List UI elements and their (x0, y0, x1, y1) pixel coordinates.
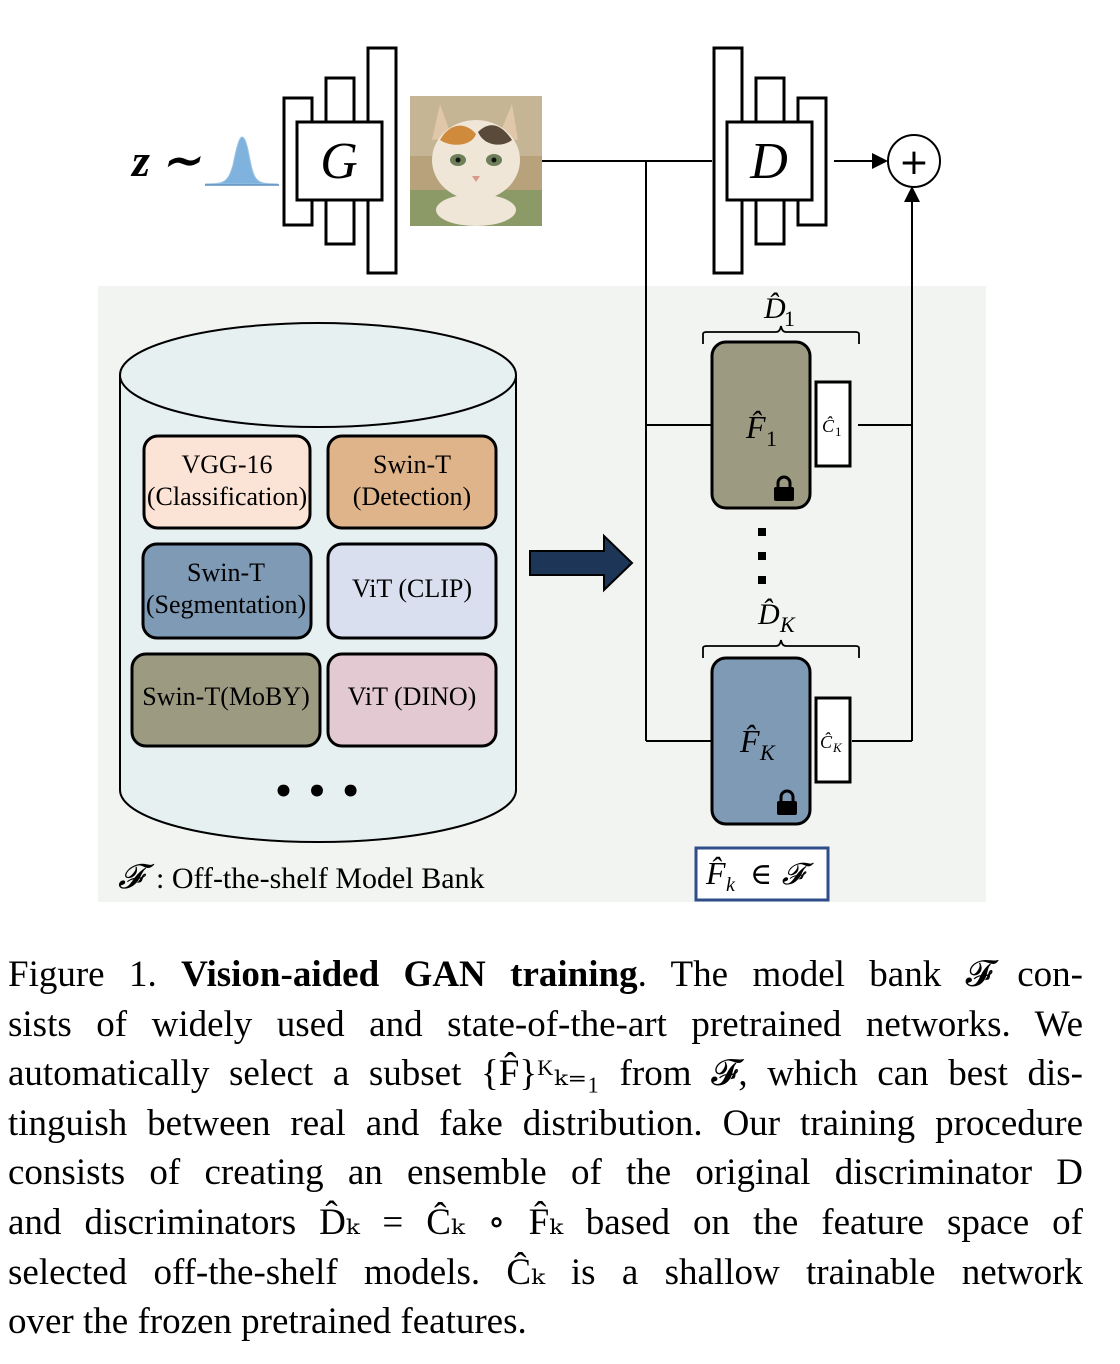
selection-arrow (529, 533, 634, 593)
ck-label: Ĉ (820, 731, 833, 752)
generator-block (282, 46, 398, 275)
caption-title: Vision-aided GAN training (181, 954, 638, 995)
c1-subscript: 1 (835, 424, 842, 439)
d1-subscript: 1 (784, 306, 795, 331)
d1-label: D̂ (763, 292, 786, 325)
c1-label: Ĉ (822, 415, 835, 436)
z-noise-label: z ∼ (130, 135, 201, 186)
vision-aided-gan-figure: z ∼ G (98, 46, 986, 902)
model-card-swin-segmentation-line2: (Segmentation) (146, 590, 306, 619)
model-card-vgg16-line2: (Classification) (147, 482, 307, 511)
model-card-swin-moby-label: Swin-T(MoBY) (142, 682, 310, 711)
caption-figure-number: Figure 1. (8, 954, 157, 995)
vertical-ellipsis (758, 528, 766, 584)
fk-subscript: K (759, 740, 776, 765)
model-card-swin-detection-line1: Swin-T (373, 450, 451, 479)
model-card-vit-dino-label: ViT (DINO) (348, 682, 477, 711)
membership-f-label: F̂ (705, 855, 726, 891)
model-card-vit-dino: ViT (DINO) (326, 652, 498, 748)
caption-line-4: tinguish between real and fake distribut… (8, 1102, 1083, 1144)
dk-brace (702, 639, 860, 658)
fk-lock-icon (777, 789, 797, 815)
dk-subscript: K (779, 612, 796, 637)
fk-label: F̂ (739, 723, 760, 759)
discriminator-block (712, 46, 828, 275)
ck-classifier (814, 696, 852, 784)
model-card-vit-clip: ViT (CLIP) (326, 542, 498, 640)
model-card-vgg16-line1: VGG-16 (182, 450, 273, 479)
caption-line-2: sists of widely used and state-of-the-ar… (8, 1003, 1083, 1045)
model-card-swin-detection: Swin-T (Detection) (326, 434, 498, 530)
sum-node (887, 134, 941, 188)
f1-label: F̂ (745, 409, 766, 445)
sum-plus-symbol: + (899, 142, 929, 183)
arrow-up-to-plus-head (904, 186, 920, 202)
gaussian-distribution-icon (204, 136, 279, 185)
discriminator-label: D (749, 133, 788, 190)
caption-line-1: Figure 1. Vision-aided GAN training. The… (8, 950, 1083, 1000)
c1-classifier (814, 380, 852, 468)
model-card-swin-segmentation-line1: Swin-T (187, 558, 265, 587)
membership-box (694, 846, 830, 902)
f1-feature-extractor (710, 340, 812, 510)
caption-line-5: consists of creating an ensemble of the … (8, 1152, 1083, 1194)
f1-lock-icon (774, 475, 794, 501)
model-card-swin-detection-line2: (Detection) (353, 482, 471, 511)
model-bank-ellipsis: • • • (273, 772, 362, 812)
model-card-swin-moby: Swin-T(MoBY) (130, 652, 322, 748)
fk-feature-extractor (710, 656, 812, 826)
arrow-to-plus-head (872, 153, 888, 169)
generator-label: G (320, 133, 358, 190)
connector-lines (542, 160, 913, 742)
dk-label: D̂ (757, 598, 780, 631)
model-card-vit-clip-label: ViT (CLIP) (352, 574, 472, 603)
model-card-swin-segmentation: Swin-T (Segmentation) (141, 542, 313, 640)
caption-line-1-rest: . The model bank 𝓕 con- (637, 954, 1084, 995)
ck-subscript: K (832, 740, 843, 755)
model-bank-label: : Off-the-shelf Model Bank (156, 862, 485, 895)
generated-cat-image (410, 96, 542, 226)
caption-line-7: selected off-the-shelf models. Ĉₖ is a s… (8, 1251, 1083, 1293)
d1-brace (702, 325, 860, 344)
model-card-vgg16: VGG-16 (Classification) (142, 434, 312, 530)
figure-caption: Figure 1. Vision-aided GAN training. The… (8, 950, 1083, 1347)
caption-line-3: automatically select a subset {F̂}ᴷₖ₌₁ f… (8, 1053, 1083, 1095)
caption-line-6: and discriminators D̂ₖ = Ĉₖ ∘ F̂ₖ based … (8, 1201, 1083, 1243)
caption-line-8: over the frozen pretrained features. (8, 1301, 527, 1343)
f1-subscript: 1 (766, 426, 777, 451)
membership-f-subscript: k (726, 874, 736, 896)
